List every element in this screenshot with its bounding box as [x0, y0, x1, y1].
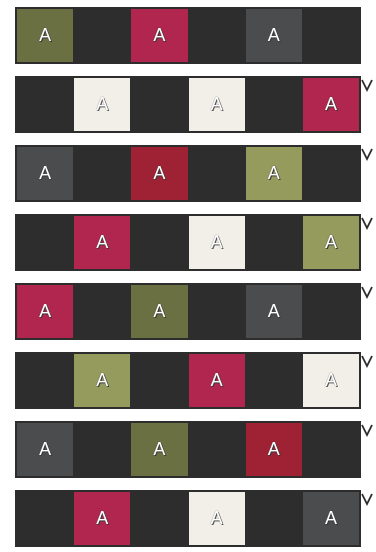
checkerboard-block: [246, 78, 302, 131]
rotate-arrow-icon: [360, 423, 374, 437]
block-label: A: [153, 25, 165, 46]
large-block-crimson: A: [131, 147, 187, 200]
checkerboard-block: [74, 423, 130, 476]
block-label: A: [325, 94, 337, 115]
large-block-crimson: A: [246, 423, 302, 476]
block-label: A: [325, 370, 337, 391]
large-block-rose: A: [189, 354, 245, 407]
block-label: A: [268, 25, 280, 46]
large-block-olive_light: A: [246, 147, 302, 200]
block-label: A: [268, 439, 280, 460]
rotate-arrow-icon: [360, 492, 374, 506]
block-label: A: [39, 301, 51, 322]
large-block-rose: A: [74, 492, 130, 545]
rotate-arrow-icon: [360, 216, 374, 230]
checkerboard-block: [189, 423, 245, 476]
block-label: A: [96, 232, 108, 253]
large-block-olive: A: [131, 423, 187, 476]
rotate-arrow-icon: [360, 78, 374, 92]
block-label: A: [211, 94, 223, 115]
checkerboard-block: [189, 9, 245, 62]
block-label: A: [39, 163, 51, 184]
block-label: A: [153, 163, 165, 184]
block-label: A: [96, 94, 108, 115]
rotate-arrow-icon: [360, 354, 374, 368]
checkerboard-block: [17, 354, 73, 407]
checkerboard-block: [74, 285, 130, 338]
large-block-charcoal: A: [246, 9, 302, 62]
checkerboard-block: [189, 285, 245, 338]
large-block-cream: A: [189, 492, 245, 545]
checkerboard-block: [246, 492, 302, 545]
checkerboard-block: [303, 285, 359, 338]
block-label: A: [325, 232, 337, 253]
checkerboard-block: [246, 354, 302, 407]
large-block-charcoal: A: [246, 285, 302, 338]
large-block-charcoal: A: [17, 423, 73, 476]
large-block-rose: A: [303, 78, 359, 131]
block-label: A: [153, 301, 165, 322]
checkerboard-block: [246, 216, 302, 269]
large-block-rose: A: [74, 216, 130, 269]
block-label: A: [211, 370, 223, 391]
large-block-cream: A: [303, 354, 359, 407]
checkerboard-block: [131, 216, 187, 269]
large-block-cream: A: [189, 216, 245, 269]
large-block-charcoal: A: [17, 147, 73, 200]
block-label: A: [153, 439, 165, 460]
checkerboard-block: [189, 147, 245, 200]
large-block-charcoal: A: [303, 492, 359, 545]
checkerboard-block: [17, 492, 73, 545]
checkerboard-block: [131, 78, 187, 131]
block-label: A: [39, 439, 51, 460]
checkerboard-block: [74, 147, 130, 200]
large-block-rose: A: [17, 285, 73, 338]
block-label: A: [211, 232, 223, 253]
block-label: A: [39, 25, 51, 46]
large-block-olive_light: A: [74, 354, 130, 407]
large-block-rose: A: [131, 9, 187, 62]
rotate-arrow-icon: [360, 285, 374, 299]
large-block-olive_light: A: [303, 216, 359, 269]
large-block-olive: A: [131, 285, 187, 338]
block-label: A: [96, 370, 108, 391]
checkerboard-block: [303, 423, 359, 476]
block-label: A: [325, 508, 337, 529]
block-label: A: [211, 508, 223, 529]
checkerboard-block: [131, 492, 187, 545]
large-block-cream: A: [189, 78, 245, 131]
checkerboard-block: [303, 9, 359, 62]
block-label: A: [268, 163, 280, 184]
checkerboard-block: [131, 354, 187, 407]
checkerboard-block: [17, 78, 73, 131]
checkerboard-block: [17, 216, 73, 269]
large-block-cream: A: [74, 78, 130, 131]
block-label: A: [268, 301, 280, 322]
large-block-olive: A: [17, 9, 73, 62]
checkerboard-block: [74, 9, 130, 62]
block-label: A: [96, 508, 108, 529]
rotate-arrow-icon: [360, 147, 374, 161]
checkerboard-block: [303, 147, 359, 200]
